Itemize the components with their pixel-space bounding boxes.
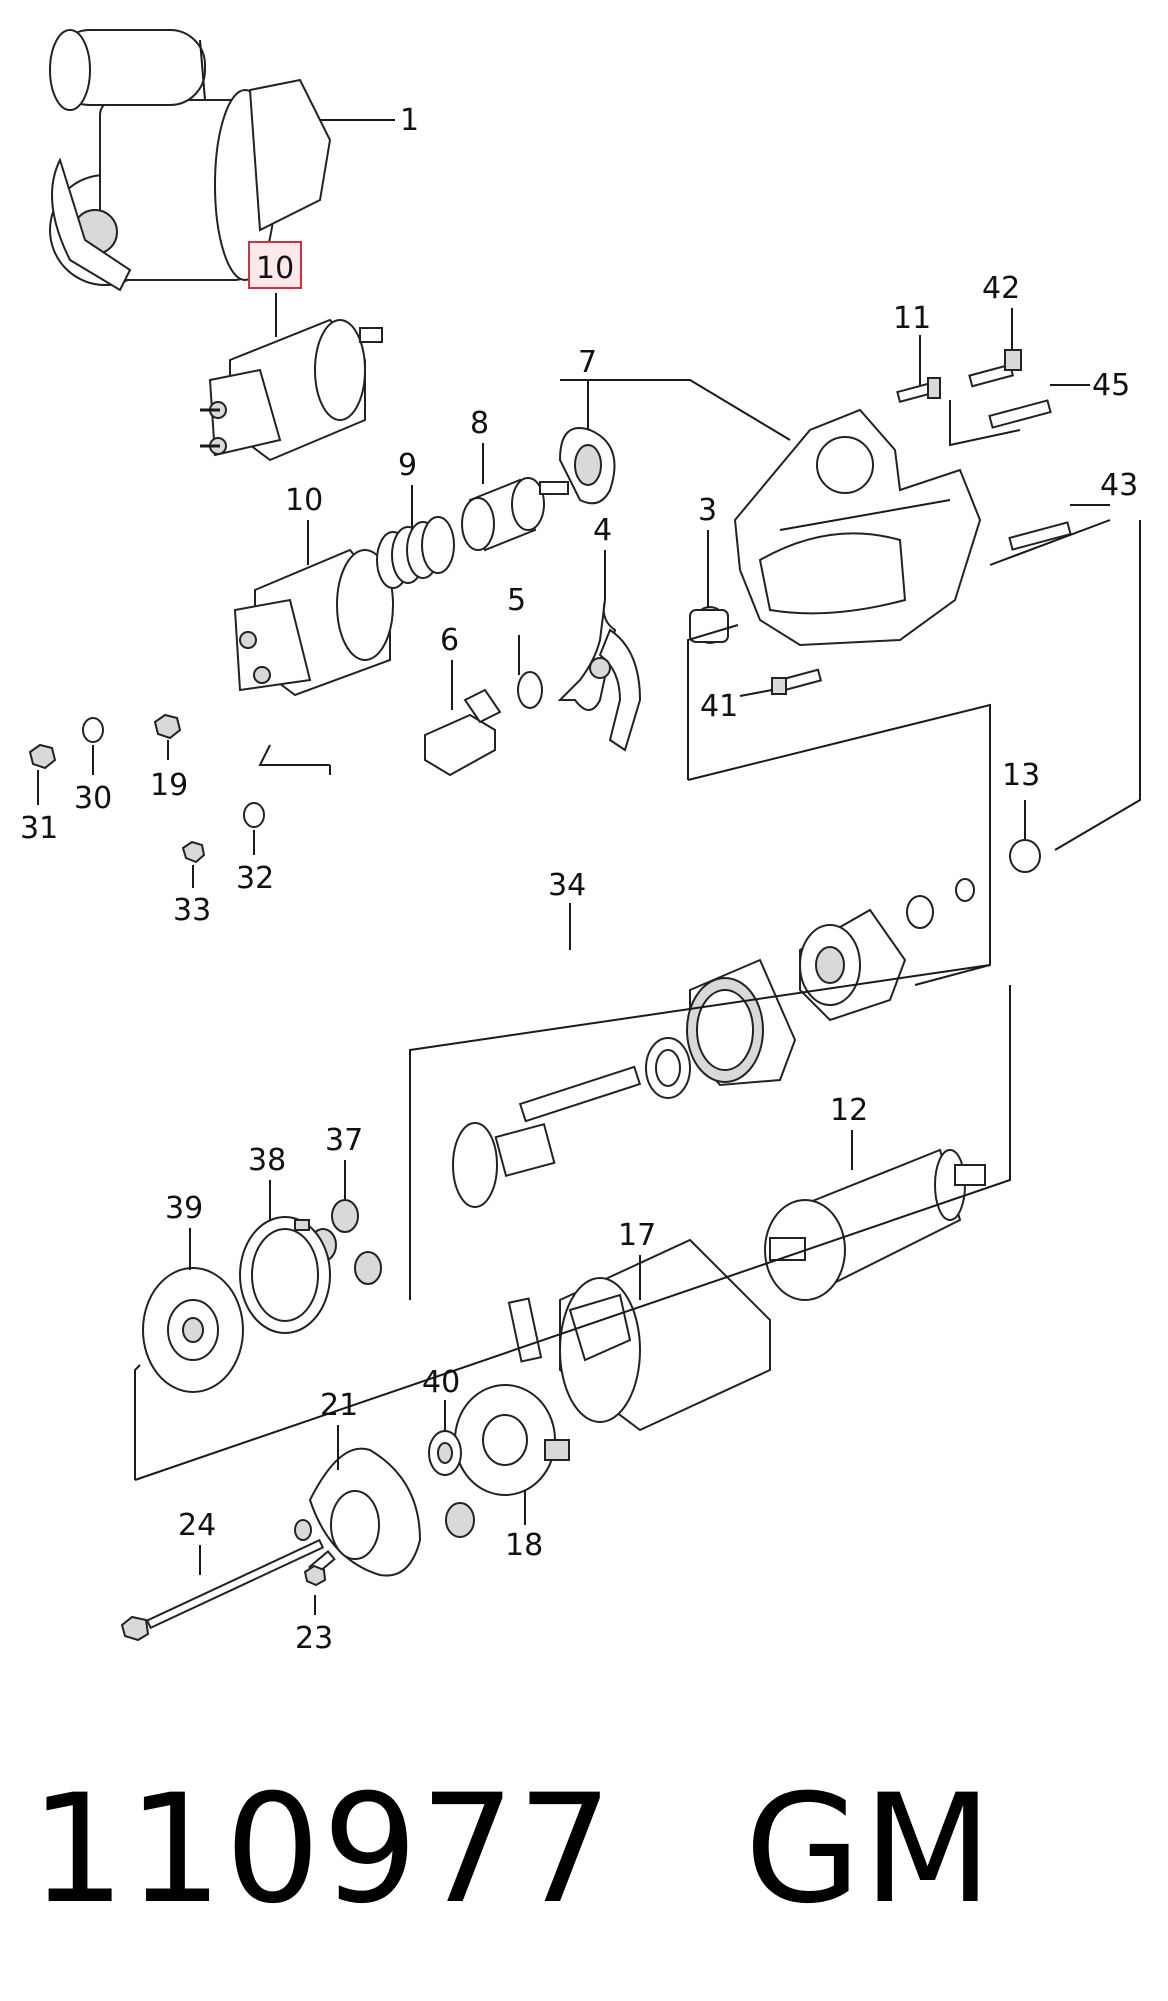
callout-19[interactable]: 19: [150, 768, 188, 803]
callout-18[interactable]: 18: [505, 1528, 543, 1563]
solenoid-middle: [233, 548, 394, 697]
field-frame: [559, 1238, 771, 1432]
callout-32[interactable]: 32: [236, 861, 274, 896]
part-caption: 110977 GM: [30, 1760, 1130, 1940]
callout-33[interactable]: 33: [173, 893, 211, 928]
plunger-spring: [376, 516, 455, 589]
ring-gear: [686, 958, 797, 1087]
brush-holder: [454, 1297, 570, 1496]
callout-4[interactable]: 4: [593, 513, 612, 548]
nut-19: [153, 713, 182, 740]
callout-17[interactable]: 17: [618, 1218, 656, 1253]
thrust-washer: [906, 895, 934, 929]
leader-lines: [37, 119, 1141, 1615]
through-bolt-24: [120, 1538, 325, 1642]
callout-13[interactable]: 13: [1002, 758, 1040, 793]
starter-motor-assembly: [49, 29, 332, 292]
callout-38[interactable]: 38: [248, 1143, 286, 1178]
callouts: 1 10 7 11 42 45 8 10 9 3 43 4 5 6 41 31 …: [20, 103, 1138, 1656]
gasket-plate: [558, 427, 616, 505]
callout-21[interactable]: 21: [320, 1388, 358, 1423]
washer-32: [243, 802, 265, 828]
callout-10[interactable]: 10: [285, 483, 323, 518]
washer-30: [82, 717, 104, 743]
callout-9[interactable]: 9: [398, 448, 417, 483]
callout-42[interactable]: 42: [982, 271, 1020, 306]
callout-10-highlighted[interactable]: 10: [256, 251, 294, 286]
internal-gear-ring: [239, 1216, 331, 1334]
stud-43: [1008, 521, 1072, 551]
bolt-42: [968, 349, 1022, 388]
callout-45[interactable]: 45: [1092, 368, 1130, 403]
pinion-gear: [689, 606, 729, 644]
end-cap: [142, 1267, 244, 1393]
callout-30[interactable]: 30: [74, 781, 112, 816]
overrunning-clutch: [799, 908, 907, 1022]
bolt-11: [896, 377, 941, 403]
callout-23[interactable]: 23: [295, 1621, 333, 1656]
callout-7[interactable]: 7: [578, 345, 597, 380]
exploded-parts-diagram: 1 10 7 11 42 45 8 10 9 3 43 4 5 6 41 31 …: [20, 29, 1141, 1656]
armature: [764, 1148, 986, 1301]
callout-24[interactable]: 24: [178, 1508, 216, 1543]
callout-3[interactable]: 3: [698, 493, 717, 528]
callout-12[interactable]: 12: [830, 1093, 868, 1128]
callout-6[interactable]: 6: [440, 623, 459, 658]
callout-31[interactable]: 31: [20, 811, 58, 846]
nut-33: [181, 840, 206, 864]
seal-13: [1009, 839, 1041, 873]
snap-ring: [955, 878, 975, 902]
bearing-sleeve: [645, 1037, 691, 1099]
bolt-41: [771, 668, 823, 695]
shift-lever-fork: [557, 599, 642, 752]
callout-1[interactable]: 1: [400, 103, 419, 138]
commutator-end-plate: [294, 1447, 422, 1577]
solenoid-top: [200, 318, 383, 462]
callout-8[interactable]: 8: [470, 406, 489, 441]
bearing-40: [428, 1430, 462, 1476]
drive-end-housing: [733, 408, 982, 647]
nut-31: [28, 743, 57, 770]
callout-34[interactable]: 34: [548, 868, 586, 903]
callout-11[interactable]: 11: [893, 301, 931, 336]
callout-39[interactable]: 39: [165, 1191, 203, 1226]
brand-name: GM: [744, 1763, 995, 1937]
part-number: 110977: [30, 1763, 615, 1937]
callout-41[interactable]: 41: [700, 689, 738, 724]
o-ring: [517, 671, 543, 709]
plunger: [461, 477, 569, 552]
callout-5[interactable]: 5: [507, 583, 526, 618]
callout-37[interactable]: 37: [325, 1123, 363, 1158]
callout-43[interactable]: 43: [1100, 468, 1138, 503]
planet-carrier-shaft: [452, 1065, 642, 1208]
bushing: [445, 1502, 475, 1538]
screw-23: [303, 1550, 336, 1587]
highlighted-callout-box: [248, 241, 302, 289]
stud-45: [988, 399, 1052, 429]
callout-40[interactable]: 40: [422, 1365, 460, 1400]
bracket-block: [424, 688, 502, 777]
